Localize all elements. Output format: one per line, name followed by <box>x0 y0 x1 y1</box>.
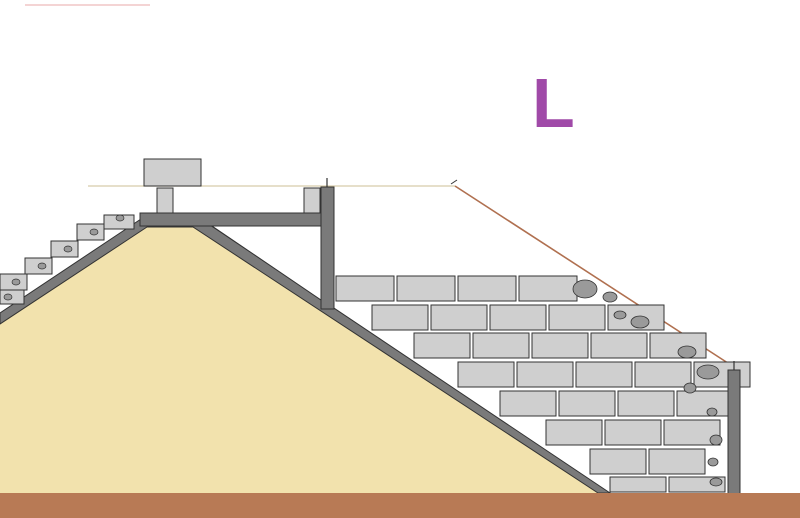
rubble-stone <box>572 279 598 299</box>
rubble-stone <box>709 477 723 487</box>
step-rubble <box>115 214 125 222</box>
masonry-block <box>590 332 648 359</box>
masonry-block <box>609 476 667 493</box>
masonry-block <box>499 390 557 417</box>
masonry-block <box>648 448 706 475</box>
rubble-stone <box>613 310 627 320</box>
step-rubble <box>89 228 99 236</box>
rubble-stone <box>709 434 723 446</box>
step-rubble <box>63 245 73 253</box>
rubble-stone <box>602 291 618 303</box>
rubble-stone <box>630 315 650 329</box>
steps <box>0 214 135 305</box>
rubble-stone <box>706 407 718 417</box>
masonry-block <box>548 304 606 331</box>
step-rubble <box>11 278 21 286</box>
vertical-wall <box>320 186 335 310</box>
masonry-block <box>617 390 675 417</box>
masonry-block <box>430 304 488 331</box>
label-L: L <box>532 64 575 142</box>
masonry-block <box>558 390 616 417</box>
masonry-block <box>518 275 578 302</box>
left-support <box>156 187 174 214</box>
masonry-block <box>634 361 692 388</box>
step-rubble <box>37 262 47 270</box>
masonry-block <box>676 390 734 417</box>
masonry-block <box>663 419 721 446</box>
reference-tick <box>450 179 458 185</box>
masonry-block <box>516 361 574 388</box>
top-block <box>143 158 202 187</box>
soil-mound <box>0 226 598 493</box>
right-retaining-wall <box>727 369 741 495</box>
masonry-block <box>649 332 707 359</box>
masonry-block <box>413 332 471 359</box>
rubble-stone <box>683 382 697 394</box>
strut-triangle <box>210 225 322 301</box>
masonry-block <box>457 361 515 388</box>
masonry-block <box>457 275 517 302</box>
masonry-block <box>371 304 429 331</box>
masonry-block <box>575 361 633 388</box>
top-slab <box>139 212 329 227</box>
masonry-block <box>335 275 395 302</box>
masonry-block <box>531 332 589 359</box>
rubble-stone <box>696 364 720 380</box>
rubble-stone <box>677 345 697 359</box>
stone-masonry <box>335 275 751 493</box>
masonry-block <box>604 419 662 446</box>
masonry-block <box>589 448 647 475</box>
ground <box>0 493 800 518</box>
masonry-block <box>489 304 547 331</box>
right-support <box>303 187 321 214</box>
masonry-block <box>396 275 456 302</box>
rubble-stone <box>707 457 719 467</box>
step-rubble <box>3 293 13 301</box>
masonry-block <box>545 419 603 446</box>
masonry-block <box>472 332 530 359</box>
